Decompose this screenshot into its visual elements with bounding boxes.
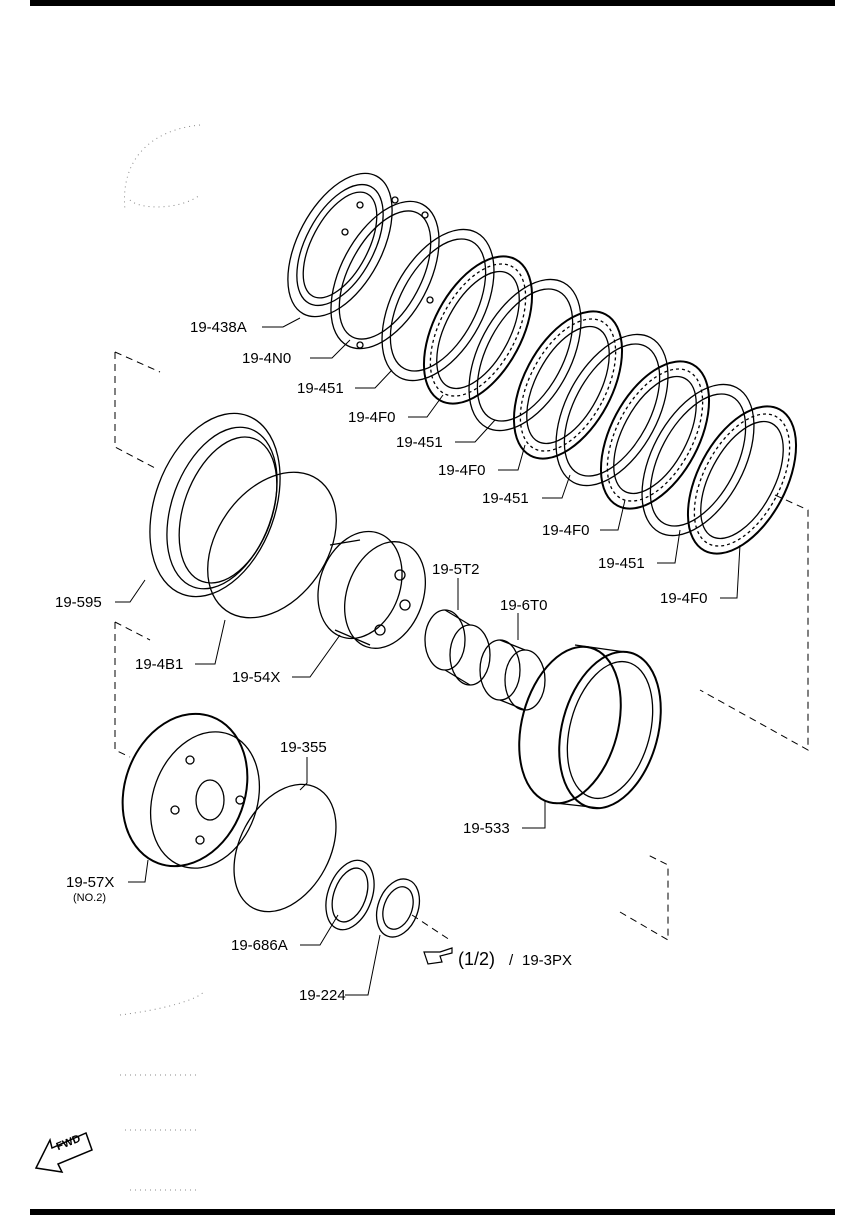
hand-pointer-icon	[423, 947, 453, 965]
label-19-451-d: 19-451	[598, 555, 645, 572]
part-4F0-disc-3	[599, 360, 711, 510]
label-19-595: 19-595	[55, 594, 102, 611]
part-595-drum	[149, 412, 281, 598]
part-54X-carrier	[317, 530, 427, 649]
fwd-arrow-icon	[34, 1131, 93, 1173]
label-19-4F0-a: 19-4F0	[348, 409, 396, 426]
ref-separator: /	[509, 952, 514, 969]
ref-part-link[interactable]: 19-3PX	[522, 952, 573, 969]
ref-page-link[interactable]: (1/2)	[458, 949, 496, 969]
label-19-451-b: 19-451	[396, 434, 443, 451]
label-19-4F0-c: 19-4F0	[542, 522, 590, 539]
part-4F0-disc-1	[422, 255, 534, 405]
label-19-686A: 19-686A	[231, 937, 288, 954]
part-451-plate-3	[555, 333, 669, 487]
part-451-plate-1	[381, 228, 495, 382]
ghost-outline	[119, 124, 206, 1191]
label-19-451-a: 19-451	[297, 380, 344, 397]
part-355-snap-ring	[233, 783, 337, 913]
label-19-54X: 19-54X	[232, 669, 281, 686]
label-19-5T2: 19-5T2	[432, 561, 480, 578]
label-19-4F0-b: 19-4F0	[438, 462, 486, 479]
label-19-4F0-d: 19-4F0	[660, 590, 708, 607]
label-19-438A: 19-438A	[190, 319, 247, 336]
part-533-internal-gear	[518, 644, 662, 810]
label-19-533: 19-533	[463, 820, 510, 837]
label-19-57X: 19-57X	[66, 874, 115, 891]
part-451-plate-2	[468, 278, 582, 432]
part-4B1-snap-ring	[207, 471, 337, 619]
label-19-6T0: 19-6T0	[500, 597, 548, 614]
part-438A-piston	[287, 172, 393, 318]
top-border	[30, 0, 835, 6]
part-4N0-spring-retainer	[330, 196, 440, 350]
leader-lines	[115, 317, 741, 996]
label-19-4B1: 19-4B1	[135, 656, 184, 673]
part-451-plate-4	[641, 383, 755, 537]
label-19-451-c: 19-451	[482, 490, 529, 507]
assembly-dashed-lines	[114, 351, 809, 941]
part-4F0-disc-4	[686, 405, 798, 555]
part-4F0-disc-2	[512, 310, 624, 460]
label-19-4N0: 19-4N0	[242, 350, 292, 367]
part-686A-bearing	[325, 859, 375, 931]
bottom-border	[30, 1209, 835, 1215]
label-19-224: 19-224	[299, 987, 346, 1004]
part-57X-carrier	[121, 712, 261, 869]
label-19-57X-note: (NO.2)	[73, 892, 106, 904]
part-224-washer	[375, 878, 421, 938]
part-5T2-gear	[424, 609, 491, 686]
label-19-355: 19-355	[280, 739, 327, 756]
